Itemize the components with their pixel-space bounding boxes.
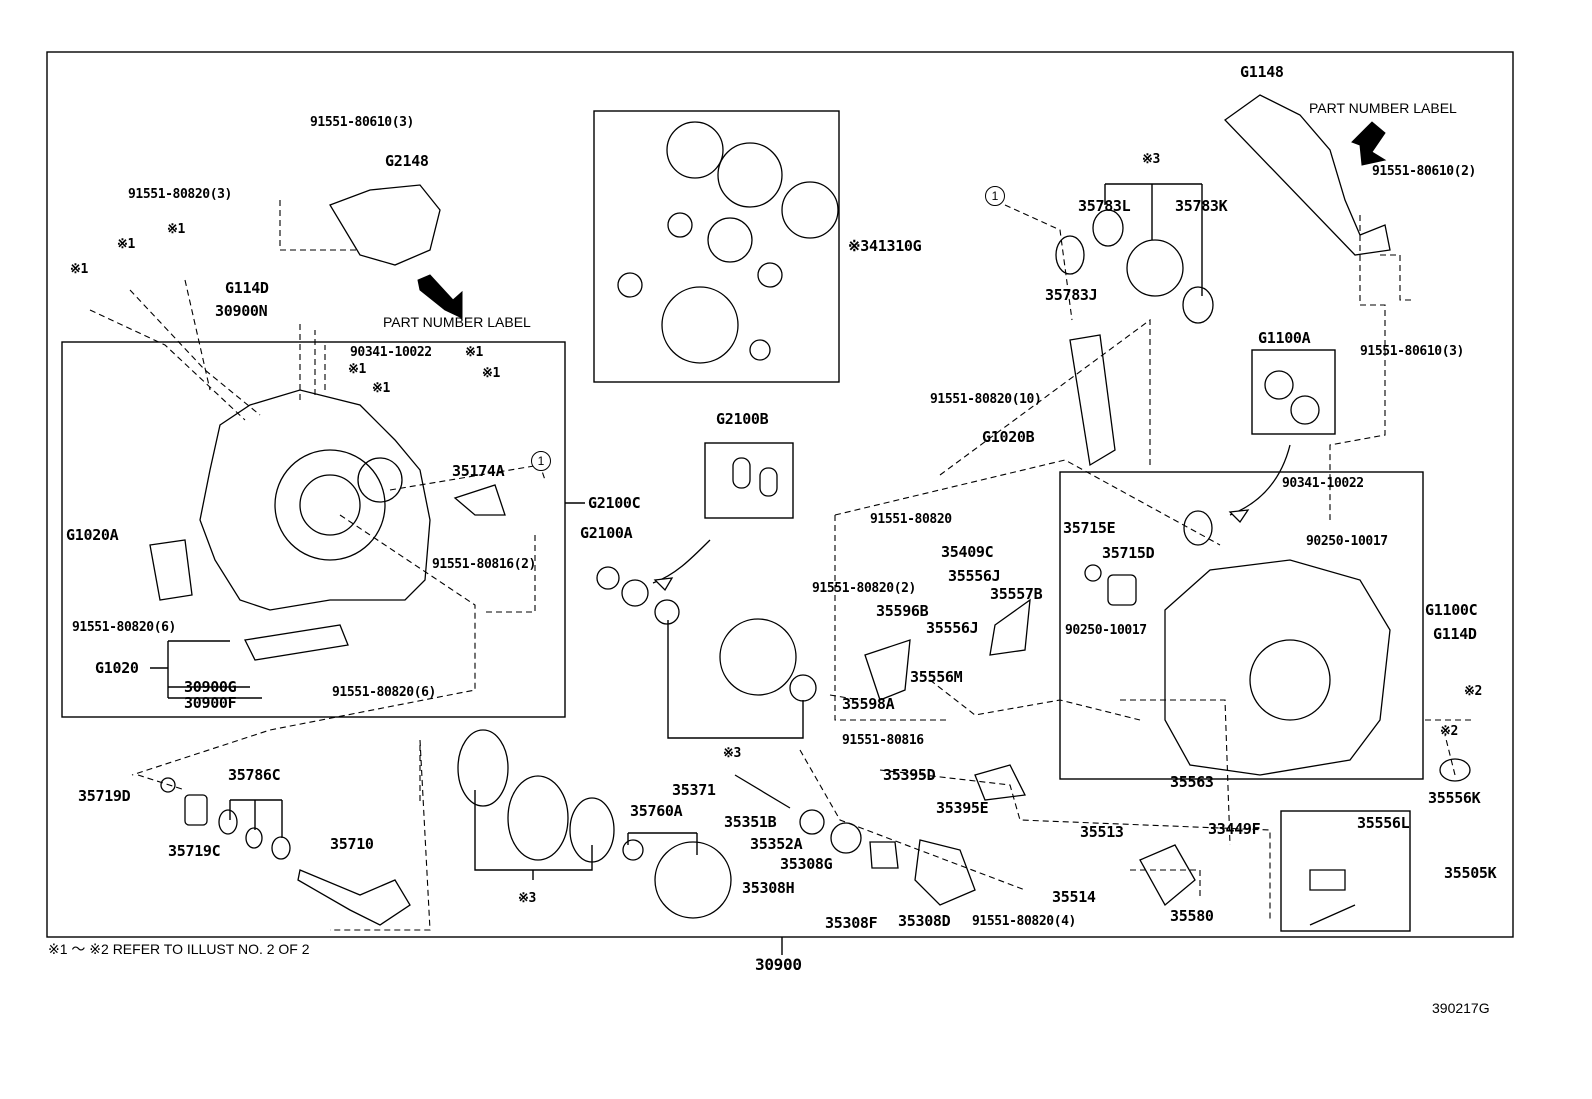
- label-note1-b: ※1: [167, 222, 185, 237]
- label-35715E: 35715E: [1063, 519, 1116, 537]
- label-G1100A: G1100A: [1258, 329, 1311, 347]
- label-G114D-left: G114D: [225, 279, 269, 297]
- label-91551-80820-4: 91551-80820(4): [972, 914, 1076, 929]
- label-35352A: 35352A: [750, 835, 803, 853]
- label-G1020A: G1020A: [66, 526, 119, 544]
- label-35308G: 35308G: [780, 855, 833, 873]
- label-G2100A: G2100A: [580, 524, 633, 542]
- label-35760A: 35760A: [630, 802, 683, 820]
- label-91551-80820-10: 91551-80820(10): [930, 392, 1042, 407]
- outer-frame: [46, 51, 1514, 938]
- label-note1-a: ※1: [117, 237, 135, 252]
- right-housing-box: [1059, 471, 1424, 780]
- label-91551-80820-6-b: 91551-80820(6): [332, 685, 436, 700]
- label-G1100C: G1100C: [1425, 601, 1478, 619]
- label-30900F: 30900F: [184, 694, 237, 712]
- circle-callout-1-right: 1: [985, 186, 1005, 206]
- label-note1-g: ※1: [482, 366, 500, 381]
- main-part-number: 30900: [755, 955, 802, 974]
- label-35719D: 35719D: [78, 787, 131, 805]
- label-note1-f: ※1: [372, 381, 390, 396]
- label-35556K: 35556K: [1428, 789, 1481, 807]
- label-33449F: 33449F: [1208, 820, 1261, 838]
- arrow-right-label: [1351, 121, 1387, 166]
- label-91551-80820-6-a: 91551-80820(6): [72, 620, 176, 635]
- label-91551-80610-2: 91551-80610(2): [1372, 164, 1476, 179]
- label-note3-low: ※3: [518, 891, 536, 906]
- label-35598A: 35598A: [842, 695, 895, 713]
- label-G2148: G2148: [385, 152, 429, 170]
- label-35308D: 35308D: [898, 912, 951, 930]
- label-35308F: 35308F: [825, 914, 878, 932]
- label-35513: 35513: [1080, 823, 1124, 841]
- illustration-code: 390217G: [1432, 1000, 1490, 1016]
- arrow-left-label: [417, 274, 463, 319]
- 35505k-box: [1280, 810, 1411, 932]
- bearing-kit-box: [593, 110, 840, 383]
- label-91551-80610-3-top: 91551-80610(3): [310, 115, 414, 130]
- label-35783L: 35783L: [1078, 197, 1131, 215]
- label-91551-80820-3: 91551-80820(3): [128, 187, 232, 202]
- label-35580: 35580: [1170, 907, 1214, 925]
- label-note1-c: ※1: [70, 262, 88, 277]
- label-35710: 35710: [330, 835, 374, 853]
- label-G1020: G1020: [95, 659, 139, 677]
- label-91551-80820: 91551-80820: [870, 512, 952, 527]
- label-90250-10017-b: 90250-10017: [1306, 534, 1388, 549]
- footnote: ※1 ～ ※2 REFER TO ILLUST NO. 2 OF 2: [48, 941, 310, 957]
- g2100b-box: [704, 442, 794, 519]
- label-35719C: 35719C: [168, 842, 221, 860]
- label-35563: 35563: [1170, 773, 1214, 791]
- label-35174A: 35174A: [452, 462, 505, 480]
- g1100a-box: [1251, 349, 1336, 435]
- label-35556L: 35556L: [1357, 814, 1410, 832]
- label-G2100B: G2100B: [716, 410, 769, 428]
- label-90341-10022-right: 90341-10022: [1282, 476, 1364, 491]
- label-note1-d: ※1: [465, 345, 483, 360]
- label-35308H: 35308H: [742, 879, 795, 897]
- label-35783K: 35783K: [1175, 197, 1228, 215]
- label-90250-10017-a: 90250-10017: [1065, 623, 1147, 638]
- part-number-label-right: PART NUMBER LABEL: [1309, 100, 1457, 116]
- label-30900N: 30900N: [215, 302, 268, 320]
- label-35556J-a: 35556J: [948, 567, 1001, 585]
- label-G1148: G1148: [1240, 63, 1284, 81]
- label-G114D-right: G114D: [1433, 625, 1477, 643]
- label-note3-mid: ※3: [723, 746, 741, 761]
- label-35557B: 35557B: [990, 585, 1043, 603]
- label-30900G: 30900G: [184, 678, 237, 696]
- label-35395E: 35395E: [936, 799, 989, 817]
- label-35556J-b: 35556J: [926, 619, 979, 637]
- label-G1020B: G1020B: [982, 428, 1035, 446]
- label-note3-right: ※3: [1142, 152, 1160, 167]
- label-35786C: 35786C: [228, 766, 281, 784]
- label-91551-80816-2: 91551-80816(2): [432, 557, 536, 572]
- label-35371: 35371: [672, 781, 716, 799]
- label-91551-80610-3-right: 91551-80610(3): [1360, 344, 1464, 359]
- circle-callout-1-left: 1: [531, 451, 551, 471]
- part-number-label-left: PART NUMBER LABEL: [383, 314, 531, 330]
- label-35514: 35514: [1052, 888, 1096, 906]
- label-35351B: 35351B: [724, 813, 777, 831]
- label-91551-80816: 91551-80816: [842, 733, 924, 748]
- label-35783J: 35783J: [1045, 286, 1098, 304]
- label-35409C: 35409C: [941, 543, 994, 561]
- label-91551-80820-2: 91551-80820(2): [812, 581, 916, 596]
- label-note1-e: ※1: [348, 362, 366, 377]
- label-note2-a: ※2: [1464, 684, 1482, 699]
- label-note2-b: ※2: [1440, 724, 1458, 739]
- label-35596B: 35596B: [876, 602, 929, 620]
- label-35715D: 35715D: [1102, 544, 1155, 562]
- label-G2100C: G2100C: [588, 494, 641, 512]
- label-41310G: ※341310G: [848, 237, 922, 255]
- label-35505K: 35505K: [1444, 864, 1497, 882]
- label-90341-10022-left: 90341-10022: [350, 345, 432, 360]
- label-35395D: 35395D: [883, 766, 936, 784]
- label-35556M: 35556M: [910, 668, 963, 686]
- left-housing-box: [61, 341, 566, 718]
